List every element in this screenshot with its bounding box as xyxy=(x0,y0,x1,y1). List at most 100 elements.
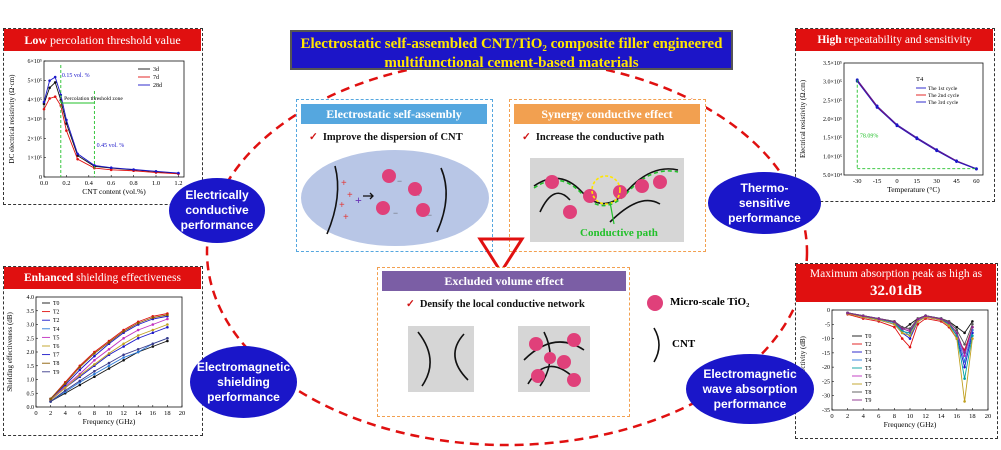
legend-label: T5 xyxy=(53,335,60,341)
selfassembly-bullet: ✓Improve the dispersion of CNT xyxy=(309,131,463,143)
x-tick-label: -15 xyxy=(873,178,882,185)
legend-label: T2 xyxy=(53,318,60,324)
data-point xyxy=(78,383,82,387)
data-point xyxy=(908,327,912,330)
y-tick-label: 1.0×10⁵ xyxy=(823,154,842,160)
data-point xyxy=(65,118,68,122)
shield-header-bold: Enhanced xyxy=(24,272,74,284)
panel-repeatability-header: High repeatability and sensitivity xyxy=(796,29,993,51)
legend-label: T8 xyxy=(865,390,872,396)
data-point xyxy=(122,336,125,340)
data-point xyxy=(893,322,896,326)
data-point xyxy=(908,322,912,326)
tio2-legend-icon xyxy=(647,295,663,311)
data-point xyxy=(900,337,904,340)
main-title-line1: Electrostatic self-assembled CNT/TiO₂ co… xyxy=(300,36,723,52)
annot-0.45: 0.45 vol. % xyxy=(97,143,125,149)
data-point xyxy=(166,317,169,321)
legend-label: 28d xyxy=(153,83,162,89)
x-tick-label: 4 xyxy=(862,413,866,420)
excluded-header: Excluded volume effect xyxy=(382,271,626,291)
y-tick-label: 3.5×10⁵ xyxy=(823,61,842,67)
y-tick-label: -25 xyxy=(822,379,830,385)
y-tick-label: 1×10⁵ xyxy=(28,156,42,162)
data-point xyxy=(93,375,96,379)
data-point xyxy=(109,166,113,170)
data-point xyxy=(76,157,79,161)
absorption-header-line1: Maximum absorption peak as high as xyxy=(809,268,983,280)
x-tick-label: 0 xyxy=(34,410,37,417)
y-tick-label: 0.0 xyxy=(27,405,35,411)
data-point xyxy=(122,353,125,357)
data-point xyxy=(166,325,169,329)
percolation-header-rest: percolation threshold value xyxy=(47,33,181,47)
data-point xyxy=(955,325,959,329)
legend-label: T0 xyxy=(865,334,872,340)
x-tick-label: -30 xyxy=(853,178,862,185)
data-point xyxy=(48,86,51,90)
x-tick-label: 0.4 xyxy=(85,180,94,187)
data-point xyxy=(924,314,927,318)
legend-label: T2 xyxy=(53,310,60,316)
tio2-legend-label: Micro-scale TiO₂ xyxy=(670,296,750,308)
x-tick-label: 18 xyxy=(969,413,976,420)
data-point xyxy=(963,400,966,403)
y-tick-label: 1.5×10⁵ xyxy=(823,136,842,142)
x-tick-label: 1.0 xyxy=(152,180,160,187)
y-tick-label: 0 xyxy=(827,308,830,314)
legend-label: T2 xyxy=(865,342,872,348)
selfassembly-illustration: ++++ + −−−− xyxy=(301,150,489,246)
data-point xyxy=(947,321,951,325)
x-tick-label: 16 xyxy=(150,410,157,417)
data-point xyxy=(166,313,169,317)
panel-absorption-header: Maximum absorption peak as high as 32.01… xyxy=(796,264,996,302)
data-point xyxy=(76,152,79,156)
y-tick-label: -30 xyxy=(822,394,830,400)
main-title-line2: multifunctional cement-based materials xyxy=(384,54,639,71)
data-point xyxy=(122,345,125,348)
main-title: Electrostatic self-assembled CNT/TiO₂ co… xyxy=(290,30,733,71)
x-tick-label: 1.2 xyxy=(174,180,182,187)
svg-text:−: − xyxy=(397,176,402,186)
data-point xyxy=(915,137,919,141)
data-point xyxy=(935,149,939,153)
data-point xyxy=(122,358,125,362)
svg-text:+: + xyxy=(341,178,347,189)
x-tick-label: 0.6 xyxy=(107,180,116,187)
data-point xyxy=(78,365,82,369)
data-point xyxy=(48,79,51,82)
svg-text:+: + xyxy=(355,193,362,207)
shield-header-rest: shielding effectiveness xyxy=(73,272,181,284)
data-point xyxy=(53,81,57,84)
data-point xyxy=(107,367,111,370)
x-tick-label: 12 xyxy=(120,410,127,417)
x-tick-label: 0.0 xyxy=(40,180,48,187)
data-point xyxy=(166,339,169,343)
data-point xyxy=(947,324,951,328)
data-point xyxy=(59,93,63,97)
data-point xyxy=(908,345,912,349)
data-point xyxy=(136,347,140,351)
legend-label: T6 xyxy=(865,374,872,380)
selfassembly-bullet-text: Improve the dispersion of CNT xyxy=(322,132,463,143)
data-point xyxy=(151,316,155,319)
data-point xyxy=(63,382,67,385)
data-point xyxy=(136,328,140,332)
svg-text:+: + xyxy=(347,190,353,201)
y-tick-label: 5.0×10⁴ xyxy=(823,173,842,179)
y-tick-label: 3.5 xyxy=(27,309,35,315)
x-tick-label: 6 xyxy=(78,410,82,417)
data-point xyxy=(107,361,111,365)
y-tick-label: -5 xyxy=(825,322,830,328)
box-excluded: Excluded volume effect ✓Densify the loca… xyxy=(377,267,630,417)
y-tick-label: 2.0 xyxy=(27,350,35,356)
data-point xyxy=(136,336,140,340)
y-tick-label: -10 xyxy=(822,337,830,343)
data-point xyxy=(151,323,155,326)
data-point xyxy=(107,364,111,368)
data-point xyxy=(151,331,155,335)
data-point xyxy=(132,168,135,171)
data-point xyxy=(900,327,904,330)
